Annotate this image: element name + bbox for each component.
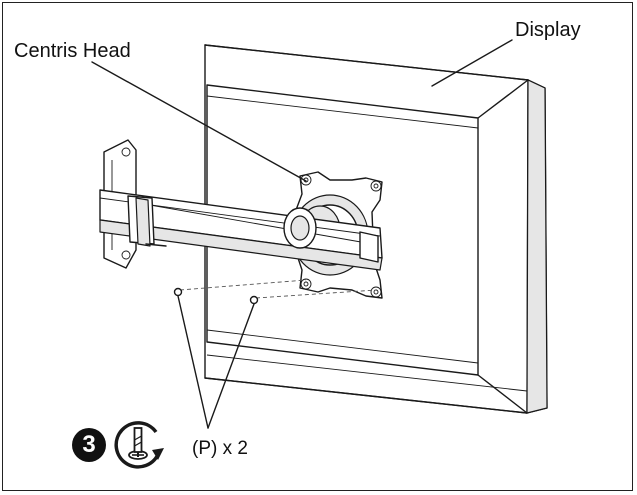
leader-screw-right [207,303,255,429]
step-number-badge: 3 [72,428,106,462]
arm-bar [99,189,383,271]
leader-display [431,39,513,87]
screw-left [173,287,183,297]
leader-lines [91,39,513,429]
screw-right [249,295,259,305]
display-side [526,79,548,414]
display-label: Display [515,19,581,41]
centris-head-label: Centris Head [14,40,131,62]
screwdriver-rotate-clockwise-icon [114,421,164,469]
screw-quantity-label: (P) x 2 [192,438,248,459]
leader-centris-head [91,61,307,182]
leader-screw-left [177,295,209,429]
